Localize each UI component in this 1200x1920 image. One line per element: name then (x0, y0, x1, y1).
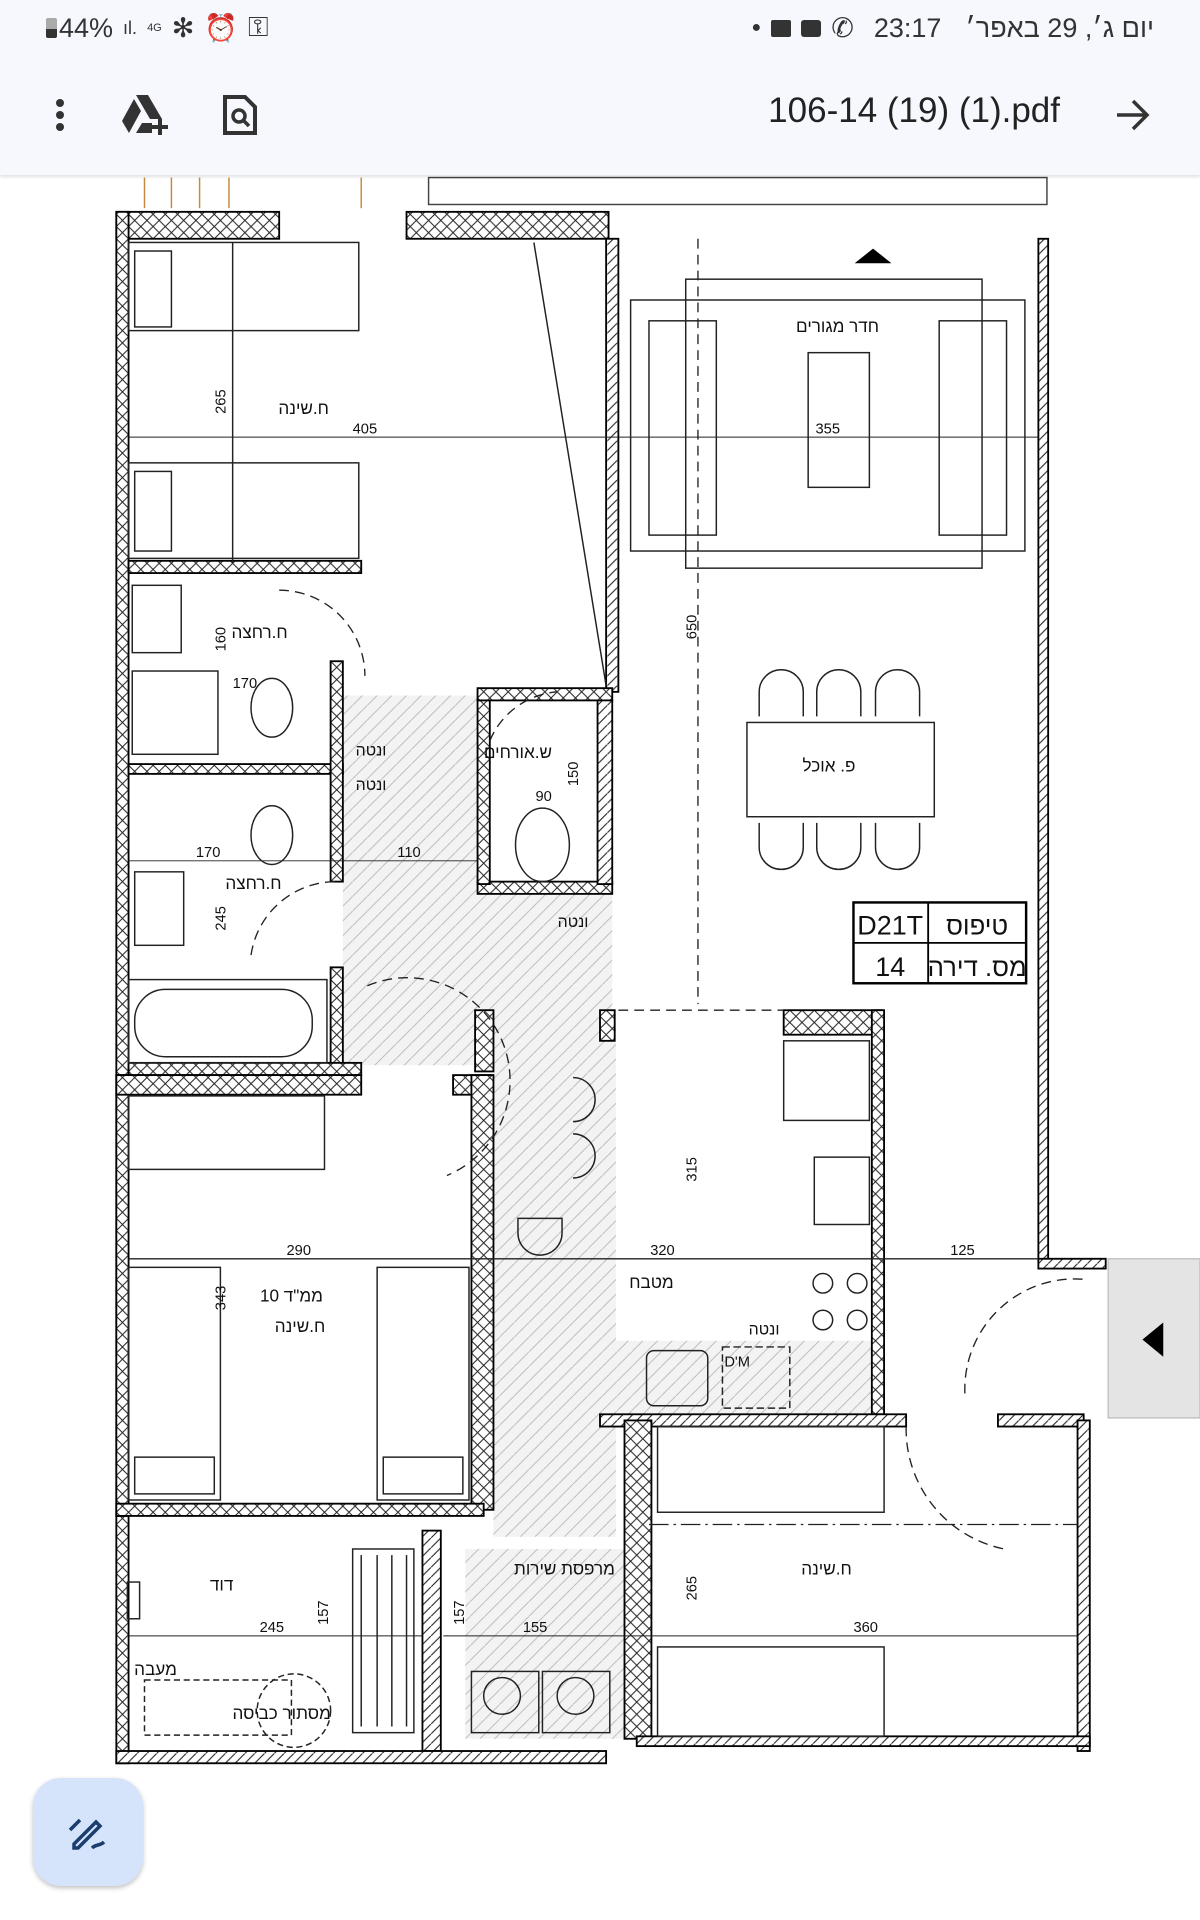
dim-160: 160 (213, 627, 229, 652)
battery-icon (46, 18, 57, 38)
battery-percent: 44% (59, 12, 114, 43)
room-label-boiler: דוד (210, 1575, 234, 1595)
dim-290: 290 (287, 1243, 312, 1259)
kitchen-floor (493, 1010, 616, 1537)
room-label-guest-wc: ש.אורחים (484, 742, 552, 762)
apartment-info-table: D21T טיפוס 14 מס. דירה (852, 901, 1028, 985)
dim-265: 265 (213, 389, 229, 414)
room-label-laundry-screen: מסתור כביסה (232, 1703, 330, 1723)
type-label: טיפוס (946, 912, 1008, 940)
hall-floor (342, 695, 478, 1066)
service-balcony-floor (465, 1548, 637, 1739)
dim-320: 320 (650, 1243, 675, 1259)
app-header: 44% ıl. 4G ✻ ⏰ ⚿ ● ✆ 23:17 יום ג׳, 29 בא… (0, 0, 1200, 175)
room-label-condenser: מעבה (134, 1659, 177, 1679)
balcony-railing (143, 176, 1048, 209)
alarm-icon: ⏰ (204, 13, 238, 43)
folder-icon (771, 19, 792, 37)
vpn-key-icon: ⚿ (248, 12, 269, 42)
room-label-bedroom1: ח.שינה (278, 398, 329, 418)
dim-170: 170 (196, 845, 221, 861)
dim-343: 343 (213, 1286, 229, 1311)
edit-fab-button[interactable] (33, 1778, 143, 1886)
dim-315: 315 (685, 1157, 701, 1182)
more-vert-icon[interactable] (40, 85, 80, 145)
vent-label: ונטה (356, 777, 387, 794)
apt-label: מס. דירה (928, 954, 1027, 982)
status-bar-right: ● ✆ 23:17 יום ג׳, 29 באפר׳ (752, 8, 1154, 48)
edit-pen-icon (68, 1818, 106, 1850)
north-arrow-icon (854, 248, 892, 264)
vent-label: ונטה (558, 914, 589, 931)
dim-125: 125 (950, 1243, 975, 1259)
dishwasher-label: D'M (724, 1355, 750, 1371)
dim-157: 157 (452, 1600, 468, 1625)
voicemail-icon (801, 19, 822, 37)
dim-650: 650 (685, 615, 701, 640)
date: יום ג׳, 29 באפר׳ (965, 12, 1154, 43)
room-label-bedroom3: ח.שינה (801, 1559, 852, 1579)
dim-355: 355 (815, 421, 840, 437)
whatsapp-icon: ✆ (831, 12, 854, 43)
status-bar-left: 44% ıl. 4G ✻ ⏰ ⚿ (46, 8, 269, 48)
network-type: 4G (147, 22, 162, 34)
dim-155: 155 (523, 1620, 548, 1636)
document-title: 106-14 (19) (1).pdf (768, 91, 1060, 130)
notification-dot-icon: ● (751, 19, 762, 36)
room-label-dining: פ. אוכל (803, 755, 856, 775)
room-label-living: חדר מגורים (796, 316, 879, 336)
room-label-mamad: ממ"ד 10 (260, 1286, 323, 1306)
toolbar: 106-14 (19) (1).pdf (0, 85, 1200, 145)
arrow-forward-icon[interactable] (1108, 85, 1158, 145)
dim-90: 90 (536, 789, 552, 805)
room-label-mamad-bedroom: ח.שינה (275, 1316, 325, 1336)
type-value: D21T (857, 910, 923, 940)
dim-245: 245 (213, 906, 229, 931)
bluetooth-icon: ✻ (171, 12, 195, 43)
dim-405: 405 (353, 421, 378, 437)
dim-265: 265 (685, 1576, 701, 1601)
dim-150: 150 (566, 762, 582, 787)
find-in-page-icon[interactable] (218, 85, 262, 145)
room-label-service-balcony: מרפסת שירות (514, 1559, 615, 1579)
drive-add-icon[interactable] (118, 85, 170, 145)
dim-110: 110 (397, 845, 420, 861)
vent-label: ונטה (749, 1322, 780, 1339)
entrance-arrow-icon (1142, 1322, 1164, 1357)
dim-245: 245 (260, 1620, 285, 1636)
furniture (126, 241, 1026, 1749)
room-label-bath1: ח.רחצה (232, 622, 288, 642)
dim-157: 157 (316, 1600, 332, 1625)
dim-360: 360 (853, 1620, 878, 1636)
room-label-kitchen: מטבח (629, 1272, 673, 1292)
vent-label: ונטה (356, 743, 387, 760)
door-swings (128, 238, 1088, 1550)
walls (115, 210, 1107, 1765)
room-label-bath2: ח.רחצה (225, 873, 281, 893)
apt-value: 14 (875, 952, 905, 982)
clock-time: 23:17 (873, 12, 942, 43)
signal-icon: ıl. (123, 17, 138, 38)
dim-170: 170 (233, 676, 258, 692)
